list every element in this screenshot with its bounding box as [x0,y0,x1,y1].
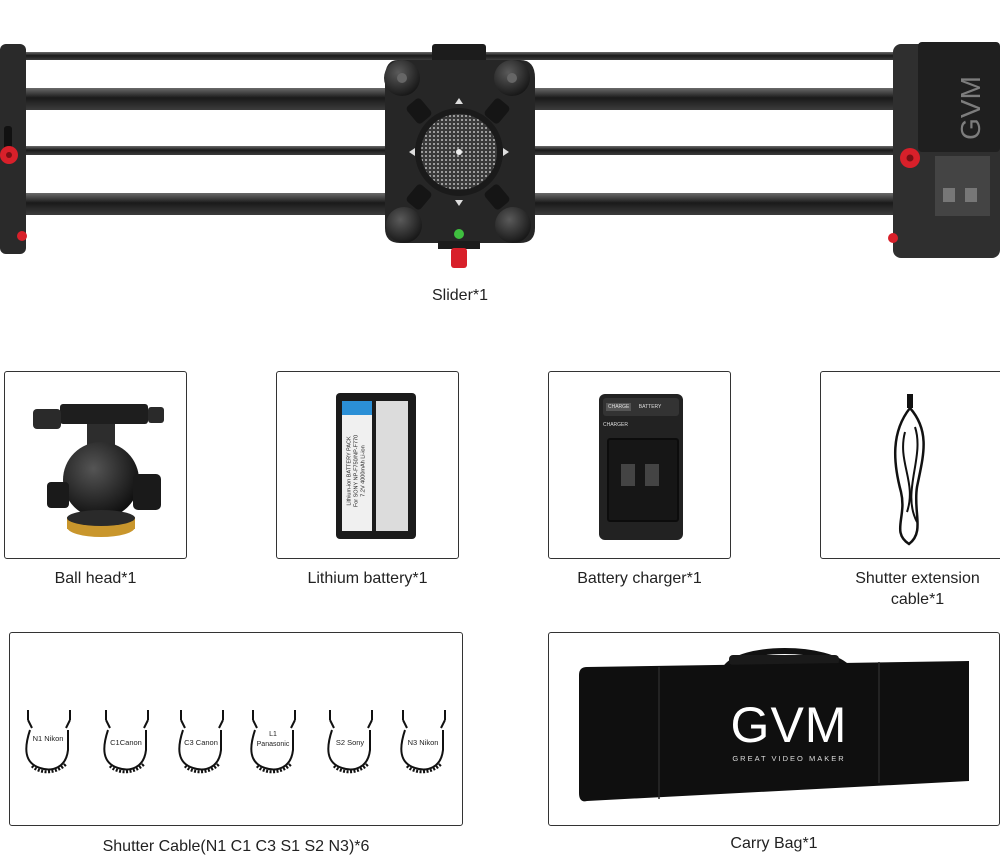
carry-bag-tagline: GREAT VIDEO MAKER [732,754,846,763]
shutter-extension-cable-caption: Shutter extension cable*1 [830,568,1000,610]
shutter-cable-s2: S2 Sony [322,708,377,778]
slider-caption: Slider*1 [431,287,489,304]
lithium-battery-box: Lithium-ion BATTERY PACK For SONY NP-F75… [276,371,459,559]
shutter-cable-label: L1 Panasonic [249,730,297,750]
shutter-cable-label: N1 Nikon [32,734,64,743]
shutter-cable-label: C3 Canon [184,738,218,747]
shutter-cable-c1: C1Canon [98,708,153,778]
battery-charger-box: CHARGE BATTERY CHARGER [548,371,731,559]
slider-image: GVM [0,38,1000,278]
battery-label-line2: For SONY NP-F750/NP-F770 [353,434,360,508]
shutter-cables-box: N1 Nikon C1Canon C3 Canon L1 Panasonic S… [9,632,463,826]
carry-bag-box: GVM GREAT VIDEO MAKER [548,632,1000,826]
shutter-extension-cable-box [820,371,1000,559]
shutter-cable-label: C1Canon [110,738,142,747]
shutter-cable-n1: N1 Nikon [20,708,75,778]
shutter-cable-n3: N3 Nikon [395,708,450,778]
battery-label-line3: 7.2V 4000mAh Li-ion [360,445,367,497]
carry-bag-brand: GVM [730,697,848,753]
shutter-cable-l1: L1 Panasonic [245,708,300,778]
charger-badge: CHARGE [606,403,632,411]
battery-image: Lithium-ion BATTERY PACK For SONY NP-F75… [336,393,416,539]
charger-label: BATTERY CHARGER [603,404,662,428]
slider-motor-brand: GVM [955,76,986,140]
extension-cable-image [893,394,925,546]
shutter-cable-c3: C3 Canon [173,708,228,778]
ball-head-box [4,371,187,559]
carry-bag-image [579,648,969,802]
lithium-battery-caption: Lithium battery*1 [307,570,428,587]
ball-head-image [33,404,164,537]
shutter-cables-caption: Shutter Cable(N1 C1 C3 S1 S2 N3)*6 [102,838,370,855]
shutter-cable-label-line1: L1 [269,731,277,738]
ball-head-caption: Ball head*1 [54,570,137,587]
shutter-extension-caption-line1: Shutter extension [855,570,980,587]
carry-bag-caption: Carry Bag*1 [730,835,818,852]
battery-label-line1: Lithium-ion BATTERY PACK [346,436,353,506]
shutter-cable-label: S2 Sony [335,738,365,747]
shutter-cable-label: N3 Nikon [407,738,439,747]
charger-image: CHARGE BATTERY CHARGER [599,394,683,540]
battery-charger-caption: Battery charger*1 [577,570,702,587]
shutter-extension-caption-line2: cable*1 [890,591,945,608]
shutter-cable-label-line2: Panasonic [256,741,290,748]
